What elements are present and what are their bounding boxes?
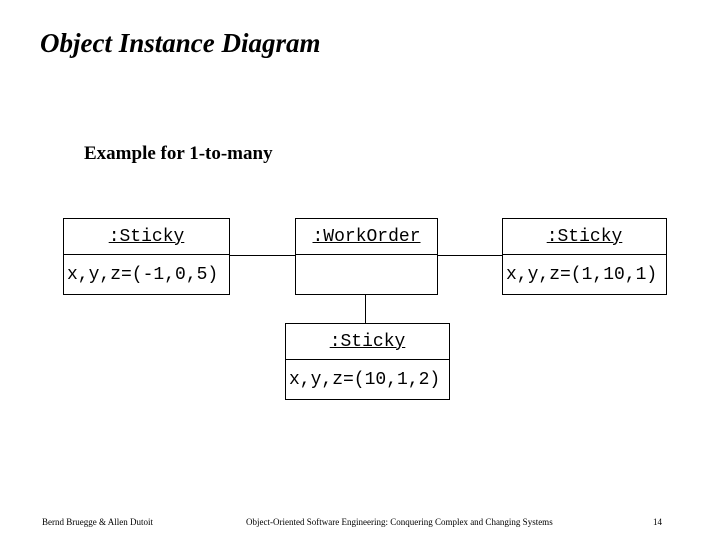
connector-line-bottom [365,295,366,323]
object-box-sticky-bottom: :Sticky x,y,z=(10,1,2) [285,323,450,400]
object-box-header: :Sticky [286,324,449,360]
object-attributes-label: x,y,z=(-1,0,5) [67,264,219,285]
object-box-sticky-right: :Sticky x,y,z=(1,10,1) [502,218,667,295]
page-title: Object Instance Diagram [40,28,321,58]
object-box-workorder: :WorkOrder [295,218,438,295]
object-box-body: x,y,z=(1,10,1) [503,255,666,294]
object-attributes-label: x,y,z=(10,1,2) [289,369,441,390]
connector-line-right [438,255,502,256]
connector-line-left [230,255,295,256]
object-attributes-label: x,y,z=(1,10,1) [506,264,658,285]
object-name-label: :Sticky [546,226,623,247]
footer-page-number: 14 [653,517,662,527]
footer-book-title: Object-Oriented Software Engineering: Co… [246,517,553,527]
object-name-label: :WorkOrder [312,226,421,247]
object-box-header: :Sticky [503,219,666,255]
object-box-header: :Sticky [64,219,229,255]
object-box-body [296,255,437,294]
object-box-body: x,y,z=(10,1,2) [286,360,449,399]
object-name-label: :Sticky [329,331,406,352]
object-box-body: x,y,z=(-1,0,5) [64,255,229,294]
footer-authors: Bernd Bruegge & Allen Dutoit [42,517,153,527]
object-name-label: :Sticky [108,226,185,247]
object-box-sticky-left: :Sticky x,y,z=(-1,0,5) [63,218,230,295]
slide-subtitle: Example for 1-to-many [84,143,273,164]
object-box-header: :WorkOrder [296,219,437,255]
